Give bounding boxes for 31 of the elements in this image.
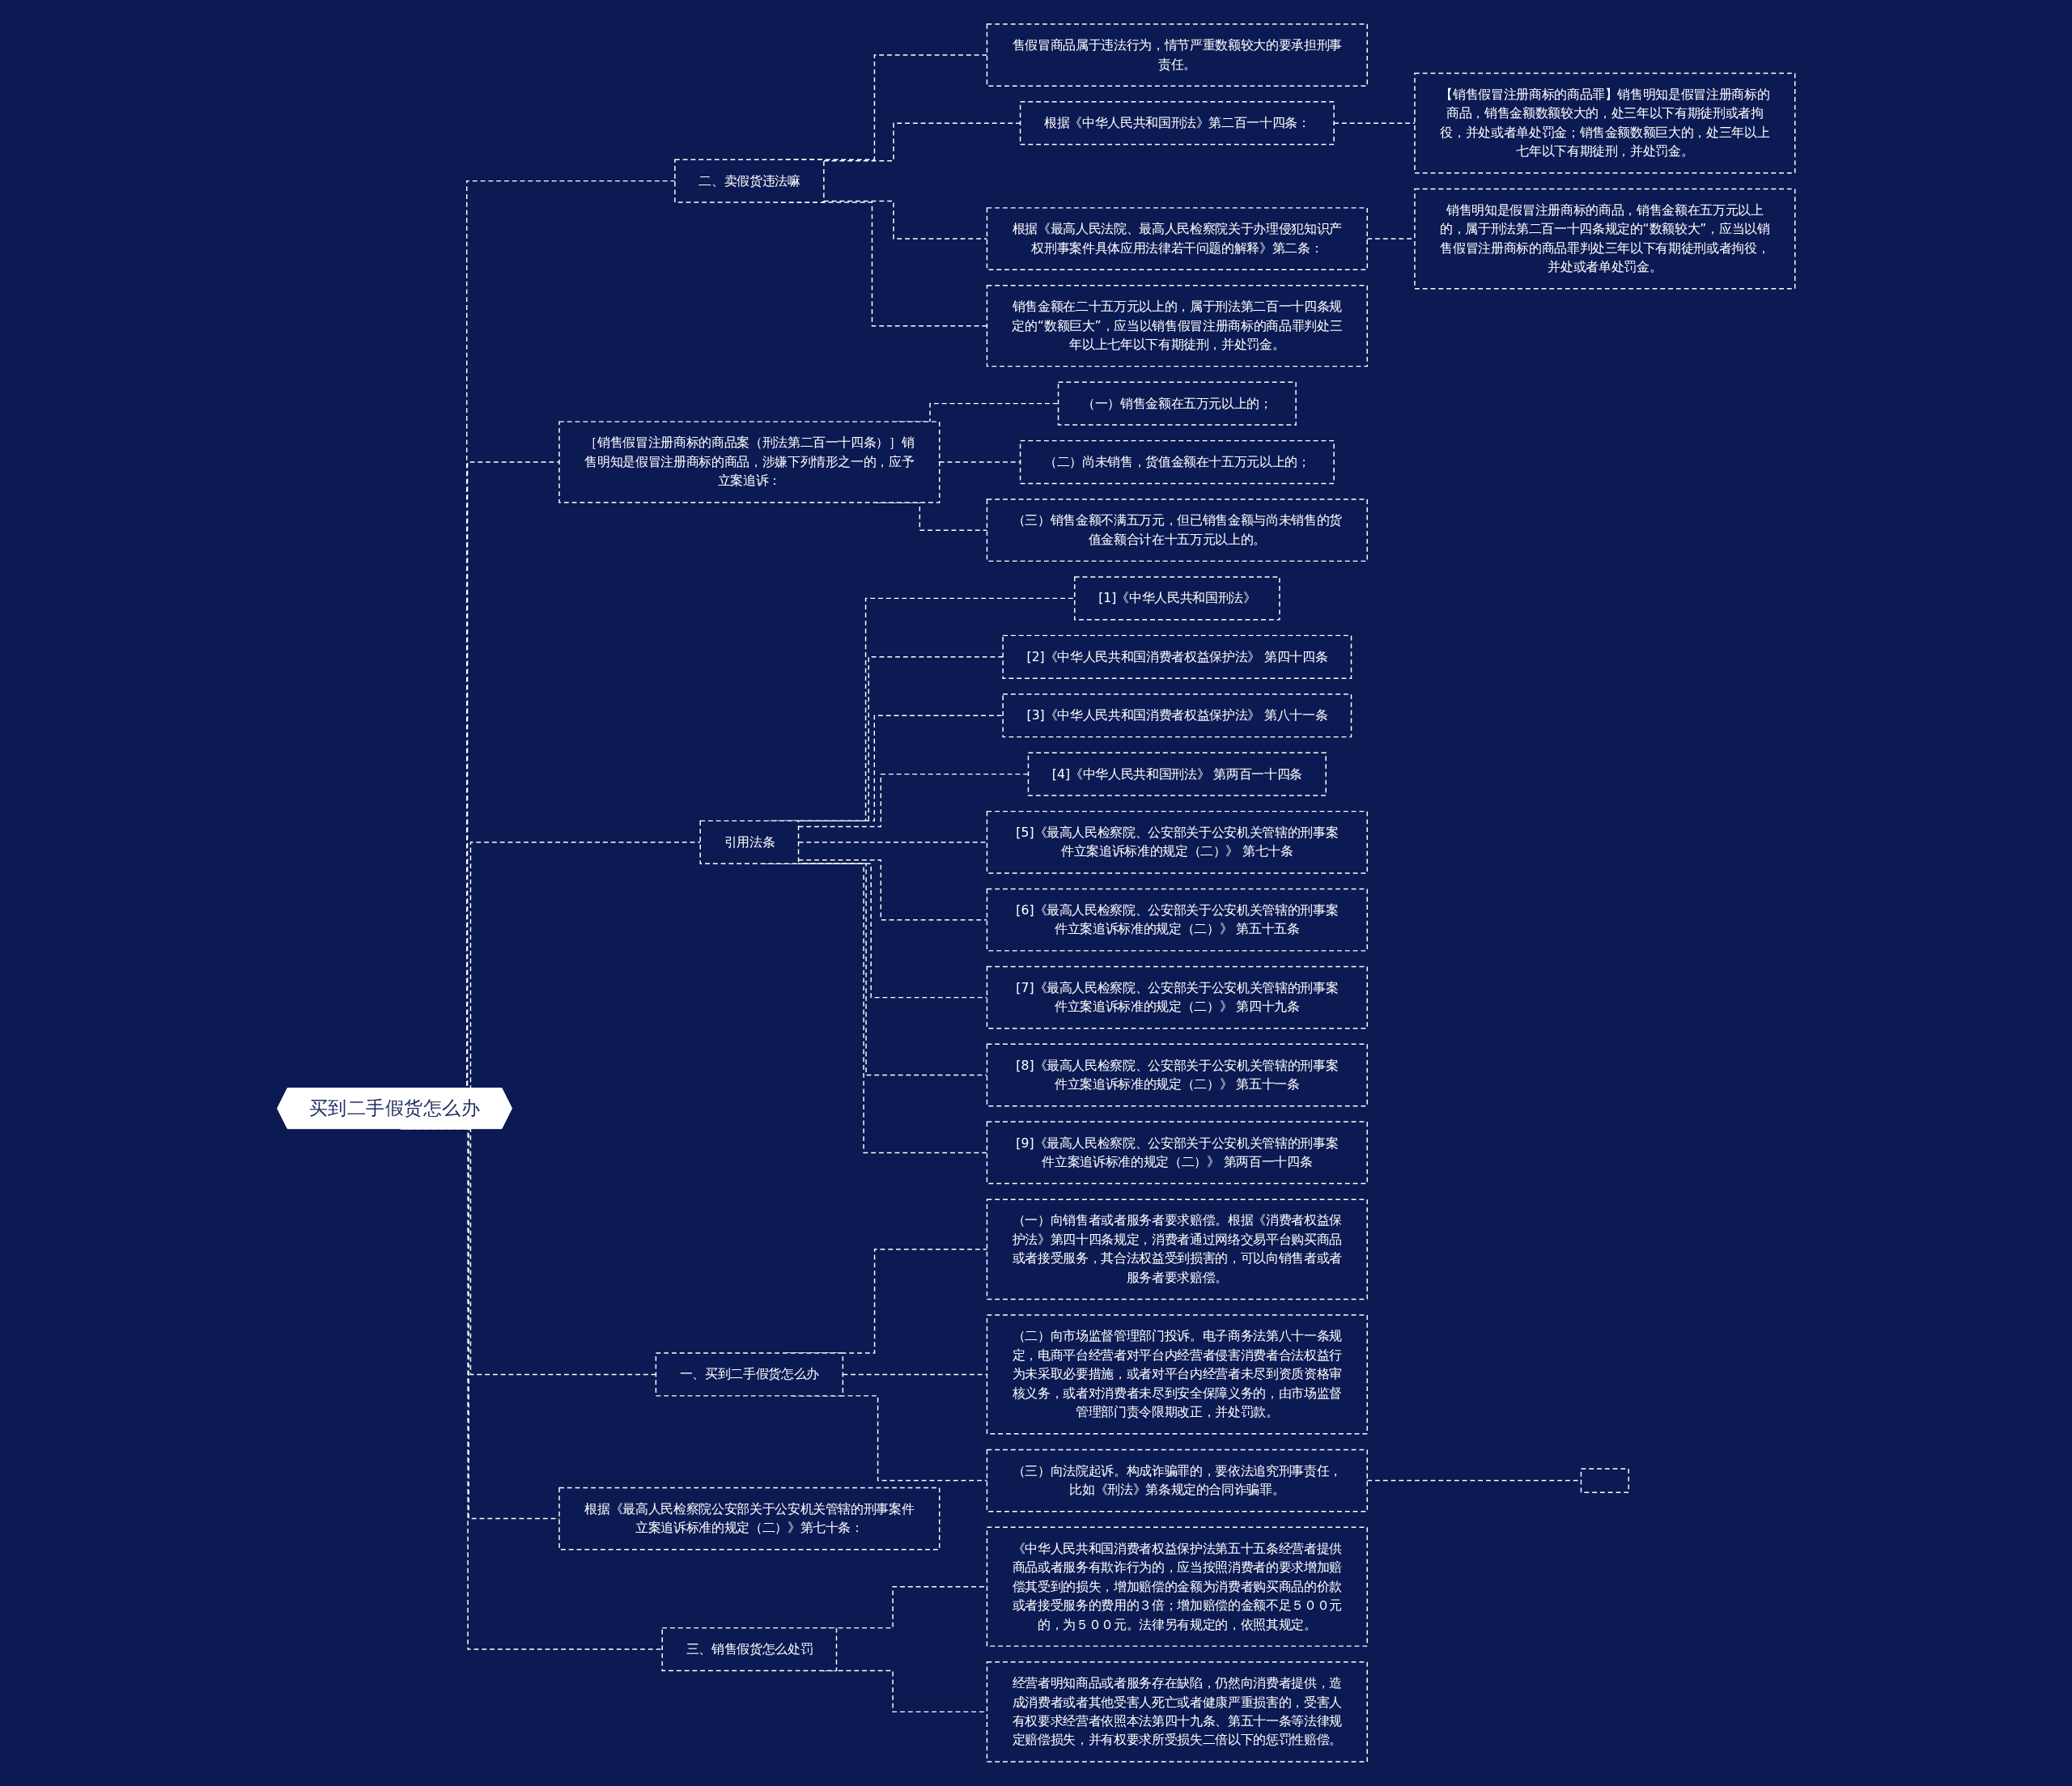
node-box	[1580, 1468, 1629, 1494]
node-box: ［销售假冒注册商标的商品案（刑法第二百一十四条）］销售明知是假冒注册商标的商品，涉嫌下列情形之一的，应予立案追诉：	[558, 421, 940, 503]
node-box: 根据《最高人民法院、最高人民检察院关于办理侵犯知识产权刑事案件具体应用法律若干问题的解释》第二条：	[986, 207, 1368, 270]
node-box: 根据《中华人民共和国刑法》第二百一十四条：	[1019, 101, 1335, 146]
node-box: 三、销售假货怎么处罚	[661, 1627, 837, 1672]
node-box: 经营者明知商品或者服务存在缺陷，仍然向消费者提供，造成消费者或者其他受害人死亡或者健康严重损害的，受害人有权要求经营者依照本法第四十九条、第五十一条等法律规定赔偿损失，并有权要求所受损失二倍以下的惩罚性赔偿。	[986, 1661, 1368, 1763]
node-box: 售假冒商品属于违法行为，情节严重数额较大的要承担刑事责任。	[986, 23, 1368, 87]
node-box: （三）销售金额不满五万元，但已销售金额与尚未销售的货值金额合计在十五万元以上的。	[986, 498, 1368, 562]
node-box: （一）销售金额在五万元以上的；	[1057, 381, 1297, 426]
connector	[822, 200, 987, 240]
node-box: [4]《中华人民共和国刑法》 第两百一十四条	[1027, 752, 1327, 796]
node-box: [2]《中华人民共和国消费者权益保护法》 第四十四条	[1002, 634, 1352, 679]
node-box: [9]《最高人民检察院、公安部关于公安机关管辖的刑事案件立案追诉标准的规定（二）》 第两百一十四条	[986, 1121, 1368, 1185]
node-box: 二、卖假货违法嘛	[673, 159, 825, 203]
node-box: [6]《最高人民检察院、公安部关于公安机关管辖的刑事案件立案追诉标准的规定（二）》 第五十五条	[986, 888, 1368, 952]
node-box: [3]《中华人民共和国消费者权益保护法》 第八十一条	[1002, 694, 1352, 738]
node-box: [8]《最高人民检察院、公安部关于公安机关管辖的刑事案件立案追诉标准的规定（二）》 第五十一条	[986, 1043, 1368, 1107]
node-box: 引用法条	[699, 820, 799, 864]
node-box: （一）向销售者或者服务者要求赔偿。根据《消费者权益保护法》第四十四条规定，消费者通过网络交易平台购买商品或者接受服务，其合法权益受到损害的，可以向销售者或者服务者要求赔偿。	[986, 1198, 1368, 1300]
node-box: （二）向市场监督管理部门投诉。电子商务法第八十一条规定，电商平台经营者对平台内经营者侵害消费者合法权益行为未采取必要措施，或者对平台内经营者未尽到资质资格审核义务，或者对消费者未尽到安全保障义务的，由市场监督管理部门责令限期改正，并处罚款。	[986, 1314, 1368, 1435]
node-box: 销售明知是假冒注册商标的商品，销售金额在五万元以上的，属于刑法第二百一十四条规定的“数额较大”，应当以销售假冒注册商标的商品罪判处三年以下有期徒刑或者拘役，并处或者单处罚金。	[1413, 188, 1796, 290]
node-box: （二）尚未销售，货值金额在十五万元以上的；	[1019, 439, 1335, 485]
node-box: [7]《最高人民检察院、公安部关于公安机关管辖的刑事案件立案追诉标准的规定（二）》 第四十九条	[986, 965, 1368, 1029]
node-box: 一、买到二手假货怎么办	[655, 1352, 843, 1397]
node-box: 《中华人民共和国消费者权益保护法第五十五条经营者提供商品或者服务有欺诈行为的，应当按照消费者的要求增加赔偿其受到的损失，增加赔偿的金额为消费者购买商品的价款或者接受服务的费用的３倍；增加赔偿的金额不足５００元的，为５００元。法律另有规定的，依照其规定。	[986, 1526, 1368, 1647]
node-box: （三）向法院起诉。构成诈骗罪的，要依法追究刑事责任，比如《刑法》第条规定的合同诈骗罪。	[986, 1449, 1368, 1512]
node-box: 销售金额在二十五万元以上的，属于刑法第二百一十四条规定的“数额巨大”，应当以销售假冒注册商标的商品罪判处三年以上七年以下有期徒刑，并处罚金。	[986, 285, 1368, 367]
node-box: [5]《最高人民检察院、公安部关于公安机关管辖的刑事案件立案追诉标准的规定（二）》 第七十条	[986, 810, 1368, 874]
node-box: [1]《中华人民共和国刑法》	[1073, 576, 1280, 621]
node-box: 【销售假冒注册商标的商品罪】销售明知是假冒注册商标的商品，销售金额数额较大的，处三年以下有期徒刑或者拘役，并处或者单处罚金；销售金额数额巨大的，处三年以上七年以下有期徒刑，并处罚金。	[1413, 72, 1796, 174]
node-box: 根据《最高人民检察院公安部关于公安机关管辖的刑事案件立案追诉标准的规定（二）》第七十条：	[558, 1487, 940, 1551]
